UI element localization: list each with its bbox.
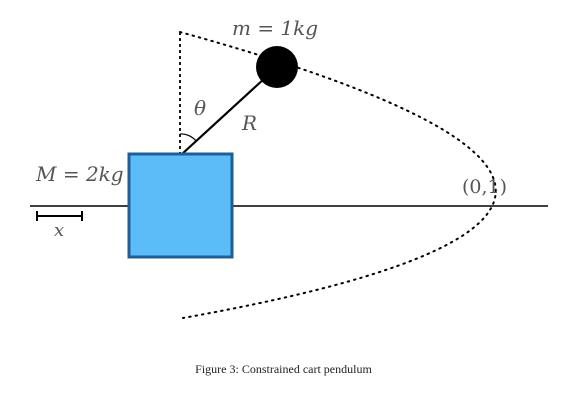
displacement-marker	[36, 211, 83, 221]
angle-arc	[179, 133, 197, 142]
pendulum-rod	[181, 66, 278, 155]
rod-length-label: R	[241, 111, 257, 135]
point-label: (0,1)	[462, 176, 507, 198]
constraint-curve	[179, 31, 497, 319]
pendulum-bob	[256, 46, 298, 88]
displacement-label: x	[54, 220, 64, 241]
pendulum-mass-label: m = 1kg	[232, 16, 318, 40]
cart	[127, 152, 234, 259]
angle-label: θ	[194, 96, 206, 120]
cart-mass-label: M = 2kg	[35, 162, 124, 186]
figure-caption: Figure 3: Constrained cart pendulum	[195, 362, 372, 376]
